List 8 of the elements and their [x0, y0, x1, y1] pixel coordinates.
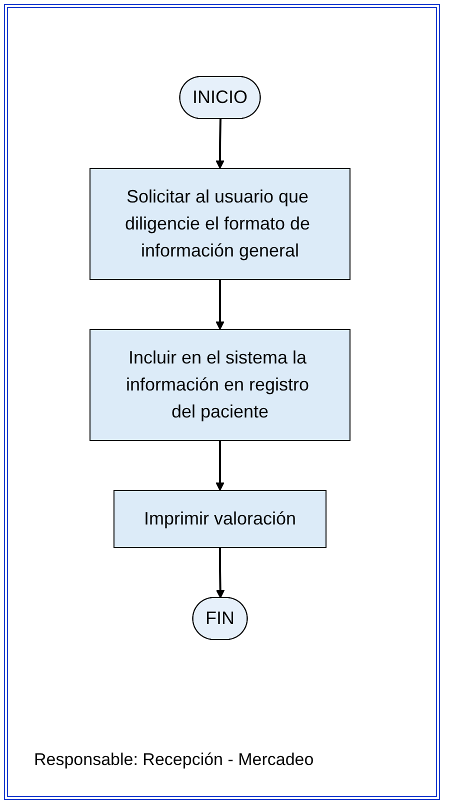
arrow — [216, 118, 224, 169]
node-box: Solicitar al usuario que diligencie el formato de información general — [90, 168, 350, 280]
arrow — [216, 280, 224, 330]
node-box: Incluir en el sistema la información en registro del paciente — [90, 329, 350, 441]
node-box: Imprimir valoración — [113, 490, 327, 548]
arrow — [216, 548, 225, 598]
responsible-note: Responsable: Recepción - Mercadeo — [34, 750, 314, 770]
arrow — [216, 440, 224, 491]
